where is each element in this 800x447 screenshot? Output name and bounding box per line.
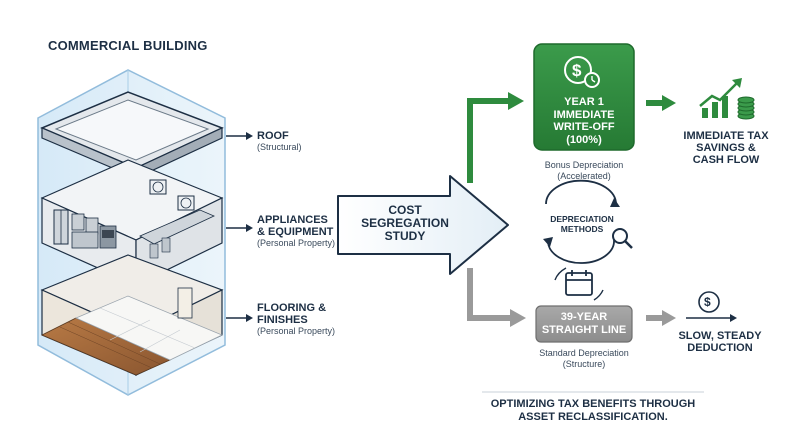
bonus-outcome: IMMEDIATE TAX SAVINGS & CASH FLOW [676,130,776,166]
bonus-outcome-line2: SAVINGS & [696,142,756,154]
standard-caption-line1: Standard Depreciation [539,348,629,358]
leader-arrows [226,132,253,322]
process-label: COST SEGREGATION STUDY [350,204,460,243]
standard-caption-line2: (Structure) [562,359,606,369]
flooring-label: FLOORING & FINISHES (Personal Property) [257,302,335,337]
grey-outcome-arrow [646,310,676,326]
methods-line2: METHODS [560,224,604,234]
card-dollar-glyph: $ [572,61,582,80]
appliances-label: APPLIANCES & EQUIPMENT (Personal Propert… [257,214,335,249]
standard-caption: Standard Depreciation (Structure) [524,348,644,370]
bonus-card-text: YEAR 1 IMMEDIATE WRITE-OFF (100%) [534,96,634,146]
bonus-card-line2: IMMEDIATE [553,108,615,121]
straight-line-card [535,305,633,343]
roof-name: ROOF [257,130,289,142]
straight-line-card-line2: STRAIGHT LINE [541,324,627,336]
flooring-name-line2: FINISHES [257,314,308,326]
footer-line1: OPTIMIZING TAX BENEFITS THROUGH [490,398,696,410]
green-path-arrow [467,92,524,183]
process-line3: STUDY [384,229,426,243]
straight-line-card-text: 39-YEAR STRAIGHT LINE [536,311,632,337]
green-outcome-arrow [646,95,676,111]
dollar-clock-icon [564,56,600,88]
process-arrow [337,175,509,275]
growth-chart-icon [699,78,755,120]
appliances-name-line2: & EQUIPMENT [257,226,334,238]
bonus-card-line1: YEAR 1 [564,96,604,108]
cycle-magnifier-icon [543,179,633,264]
roof-detail: (Structural) [257,142,302,152]
bonus-card-line4: (100%) [566,133,602,146]
appliances-detail: (Personal Property) [257,238,336,248]
calendar-icon [554,267,604,301]
grey-path-arrow [467,268,526,327]
bonus-outcome-line3: CASH FLOW [692,154,760,166]
standard-outcome: SLOW, STEADY DEDUCTION [670,330,770,354]
flooring-layer [40,254,224,376]
standard-outcome-line2: DEDUCTION [687,342,753,354]
bonus-caption: Bonus Depreciation (Accelerated) [524,160,644,182]
roof-label: ROOF (Structural) [257,130,302,153]
flooring-detail: (Personal Property) [257,326,336,336]
bonus-card [533,43,635,151]
methods-label: DEPRECIATION METHODS [546,214,618,234]
bonus-caption-line1: Bonus Depreciation [544,160,624,170]
process-line2: SEGREGATION [361,216,449,230]
dollar-coin-icon [686,291,737,322]
standard-outcome-line1: SLOW, STEADY [678,330,762,342]
flooring-name-line1: FLOORING & [257,302,327,314]
straight-line-card-line1: 39-YEAR [560,311,608,323]
page-title: COMMERCIAL BUILDING [48,38,208,53]
footer-note: OPTIMIZING TAX BENEFITS THROUGH ASSET RE… [462,398,724,424]
methods-line1: DEPRECIATION [550,214,614,224]
bonus-caption-line2: (Accelerated) [557,171,611,181]
roof-layer [40,91,224,179]
coin-dollar-glyph: $ [704,295,711,309]
bonus-card-line3: WRITE-OFF [553,121,615,133]
process-line1: COST [388,203,422,217]
footer-line2: ASSET RECLASSIFICATION. [518,411,668,423]
kitchen-layer [40,159,224,286]
bonus-outcome-line1: IMMEDIATE TAX [683,130,769,142]
appliances-name-line1: APPLIANCES [257,214,328,226]
